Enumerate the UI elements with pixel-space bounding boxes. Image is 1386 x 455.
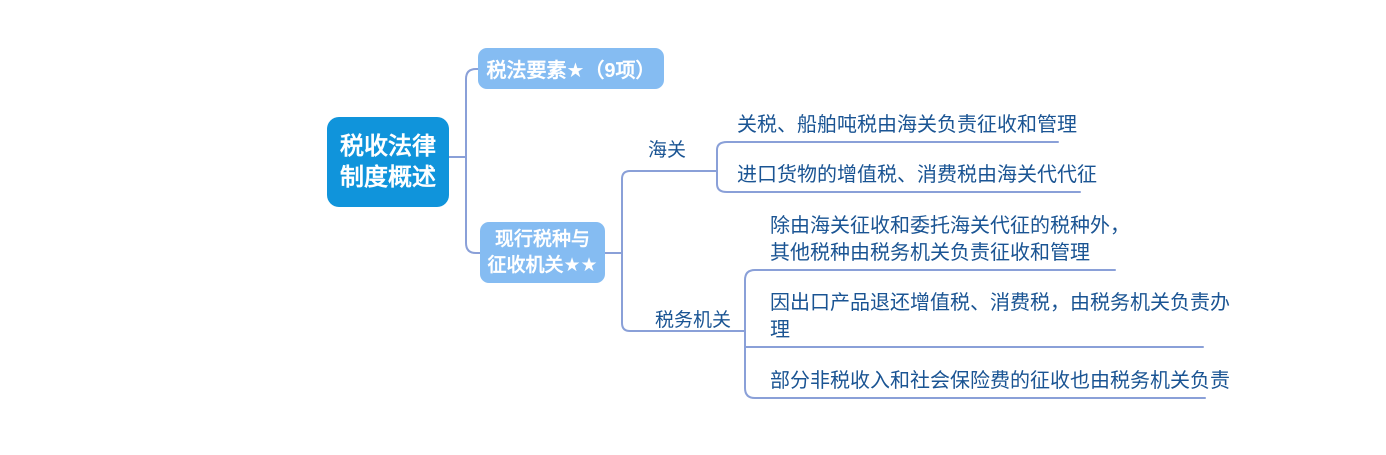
- subtopic-tax-authority[interactable]: 税务机关: [655, 310, 732, 331]
- leaf-customs-item-1[interactable]: 关税、船舶吨税由海关负责征收和管理: [737, 114, 1077, 136]
- subtopic-customs[interactable]: 海关: [648, 140, 687, 161]
- root-topic-node[interactable]: 税收法律 制度概述: [327, 117, 449, 207]
- leaf-tax-authority-item-2[interactable]: 因出口产品退还增值税、消费税，由税务机关负责办 理: [770, 292, 1230, 341]
- topic-current-taxes-authorities[interactable]: 现行税种与 征收机关★★: [480, 222, 605, 283]
- leaf-tax-authority-item-1[interactable]: 除由海关征收和委托海关代征的税种外， 其他税种由税务机关负责征收和管理: [770, 215, 1130, 264]
- leaf-customs-item-2[interactable]: 进口货物的增值税、消费税由海关代代征: [737, 164, 1097, 186]
- topic-tax-law-elements[interactable]: 税法要素★（9项）: [478, 48, 664, 89]
- leaf-tax-authority-item-3[interactable]: 部分非税收入和社会保险费的征收也由税务机关负责: [770, 370, 1230, 392]
